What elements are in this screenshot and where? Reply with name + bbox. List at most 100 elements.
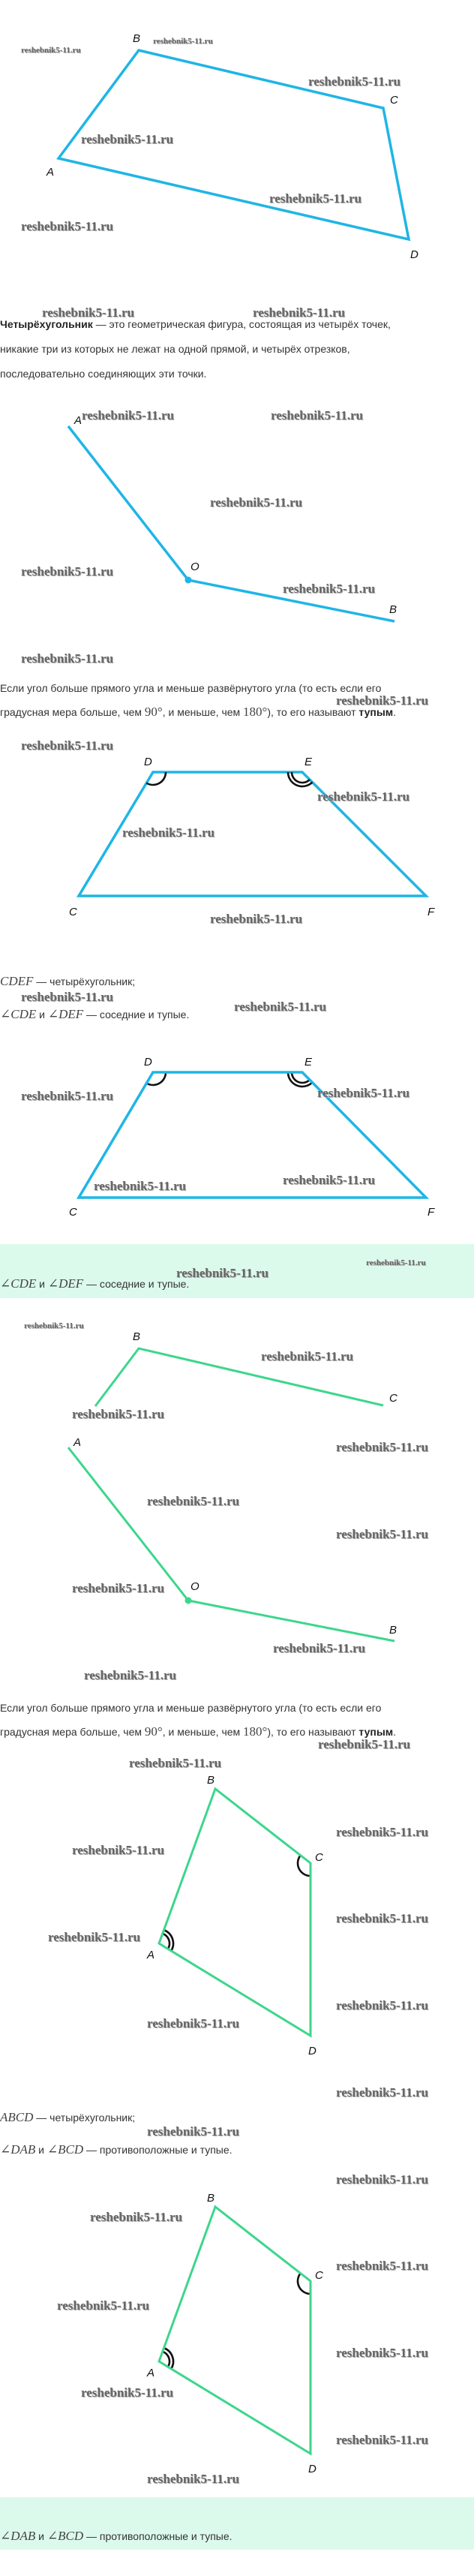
vertex-label-b: B: [389, 603, 397, 616]
vertex-dot-o: [184, 1597, 192, 1604]
definition-text: — это геометрическая фигура, состоящая и…: [92, 318, 391, 330]
rule-text: градусная мера больше, чем: [0, 1726, 145, 1738]
watermark: reshebnik5-11.ru: [90, 2210, 182, 2224]
watermark: reshebnik5-11.ru: [318, 1737, 410, 1751]
degree-90: 90°: [144, 705, 163, 719]
vertex-label-a: A: [74, 414, 82, 427]
angle-arc-c: [296, 2272, 311, 2295]
rule-term: тупым: [358, 1726, 394, 1738]
obtuse-rule-paragraph-repeat: Если угол больше прямого угла и меньше р…: [0, 1696, 396, 1744]
vertex-label-a: A: [146, 2367, 154, 2379]
watermark: reshebnik5-11.ru: [24, 1321, 84, 1330]
watermark: reshebnik5-11.ru: [336, 2085, 428, 2100]
statement-text: — противоположные и тупые.: [83, 2144, 232, 2156]
definition-paragraph: Четырёхугольник — это геометрическая фиг…: [0, 312, 391, 386]
angle-name: ∠DAB: [0, 2529, 36, 2543]
watermark: reshebnik5-11.ru: [261, 1349, 353, 1363]
vertex-label-b: B: [207, 1774, 214, 1787]
abcd-statement: ABCD — четырёхугольник;: [0, 2109, 135, 2127]
cdef-angles-statement: ∠CDE и ∠DEF — соседние и тупые.: [0, 1005, 189, 1023]
cdef-conclusion: ∠CDE и ∠DEF — соседние и тупые.: [0, 1275, 189, 1293]
vertex-label-b: B: [133, 32, 140, 45]
watermark: reshebnik5-11.ru: [336, 1911, 428, 1925]
definition-term: Четырёхугольник: [0, 318, 93, 330]
highlight-box-adjacent: [0, 1244, 474, 1298]
degree-180: 180°: [243, 705, 268, 719]
watermark: reshebnik5-11.ru: [21, 46, 81, 55]
watermark: reshebnik5-11.ru: [273, 1641, 365, 1655]
watermark: reshebnik5-11.ru: [366, 1258, 426, 1267]
angle-arc-e-inner: [290, 771, 310, 784]
statement-text: — противоположные и тупые.: [83, 2530, 232, 2542]
angle-arc-d: [146, 771, 167, 786]
rule-text: , и меньше, чем: [162, 706, 244, 718]
statement-text: — соседние и тупые.: [83, 1278, 190, 1290]
watermark: reshebnik5-11.ru: [21, 219, 113, 233]
quadrilateral-abcd-green-repeat: [158, 2205, 312, 2456]
angle-name: ∠DEF: [47, 1007, 84, 1021]
vertex-label-a: A: [73, 1436, 81, 1449]
angle-arc-e-outer: [286, 1072, 314, 1088]
statement-text: и: [36, 1008, 48, 1020]
vertex-label-c: C: [69, 1206, 77, 1219]
angle-arc-a-outer: [163, 1928, 175, 1952]
watermark: reshebnik5-11.ru: [176, 1266, 268, 1280]
vertex-label-c: C: [315, 2269, 323, 2282]
watermark: reshebnik5-11.ru: [81, 2385, 173, 2400]
watermark: reshebnik5-11.ru: [72, 1843, 164, 1857]
rule-text: , и меньше, чем: [162, 1726, 244, 1738]
watermark: reshebnik5-11.ru: [94, 1179, 186, 1193]
vertex-label-a: A: [46, 166, 54, 179]
angle-arc-e-outer: [286, 771, 314, 788]
highlight-box-opposite: [0, 2497, 474, 2550]
watermark: reshebnik5-11.ru: [147, 2124, 239, 2139]
rule-term: тупым: [358, 706, 394, 718]
cdef-statement: CDEF — четырёхугольник;: [0, 972, 135, 990]
watermark: reshebnik5-11.ru: [308, 74, 400, 89]
quadrilateral-cdef-blue-repeat: [76, 1071, 430, 1199]
quadrilateral-cdef-blue: [76, 771, 430, 897]
watermark: reshebnik5-11.ru: [21, 738, 113, 753]
watermark: reshebnik5-11.ru: [210, 495, 302, 509]
abcd-conclusion: ∠DAB и ∠BCD — противоположные и тупые.: [0, 2527, 232, 2545]
angle-arc-d: [146, 1072, 167, 1087]
vertex-label-o: O: [190, 1580, 200, 1593]
shape-name: ABCD: [0, 2110, 34, 2124]
watermark: reshebnik5-11.ru: [210, 912, 302, 926]
watermark: reshebnik5-11.ru: [336, 1825, 428, 1839]
angle-name: ∠DEF: [47, 1276, 84, 1291]
watermark: reshebnik5-11.ru: [234, 999, 326, 1014]
vertex-label-d: D: [308, 2045, 316, 2057]
angle-aob-green: [67, 1447, 395, 1643]
angle-arc-a-inner: [162, 1932, 171, 1949]
vertex-label-b: B: [207, 2192, 214, 2205]
quadrilateral-abcd-blue: [56, 49, 411, 242]
degree-180: 180°: [243, 1724, 268, 1739]
watermark: reshebnik5-11.ru: [336, 2433, 428, 2447]
vertex-label-d: D: [308, 2463, 316, 2475]
shape-name: CDEF: [0, 974, 34, 988]
angle-name: ∠BCD: [46, 2142, 84, 2157]
vertex-label-c: C: [315, 1851, 323, 1864]
vertex-label-d: D: [144, 1056, 152, 1069]
angle-marks: [146, 771, 314, 2370]
vertex-label-e: E: [304, 1056, 313, 1069]
watermark: reshebnik5-11.ru: [81, 132, 173, 146]
watermark: reshebnik5-11.ru: [317, 1086, 410, 1100]
watermark: reshebnik5-11.ru: [82, 408, 174, 422]
watermark: reshebnik5-11.ru: [336, 2259, 428, 2273]
watermark: reshebnik5-11.ru: [42, 305, 134, 320]
degree-90: 90°: [144, 1724, 163, 1739]
watermark: reshebnik5-11.ru: [48, 1930, 140, 1944]
statement-text: и: [35, 2530, 47, 2542]
watermark: reshebnik5-11.ru: [283, 582, 375, 596]
vertex-label-d: D: [144, 756, 152, 768]
watermark: reshebnik5-11.ru: [84, 1668, 176, 1682]
angle-name: ∠DAB: [0, 2142, 36, 2157]
definition-text: последовательно соединяющих эти точки.: [0, 368, 207, 380]
angle-name: ∠CDE: [0, 1276, 37, 1291]
angle-arc-e-inner: [290, 1072, 310, 1084]
watermark: reshebnik5-11.ru: [21, 1089, 113, 1103]
angle-arc-a-outer: [163, 2346, 175, 2370]
